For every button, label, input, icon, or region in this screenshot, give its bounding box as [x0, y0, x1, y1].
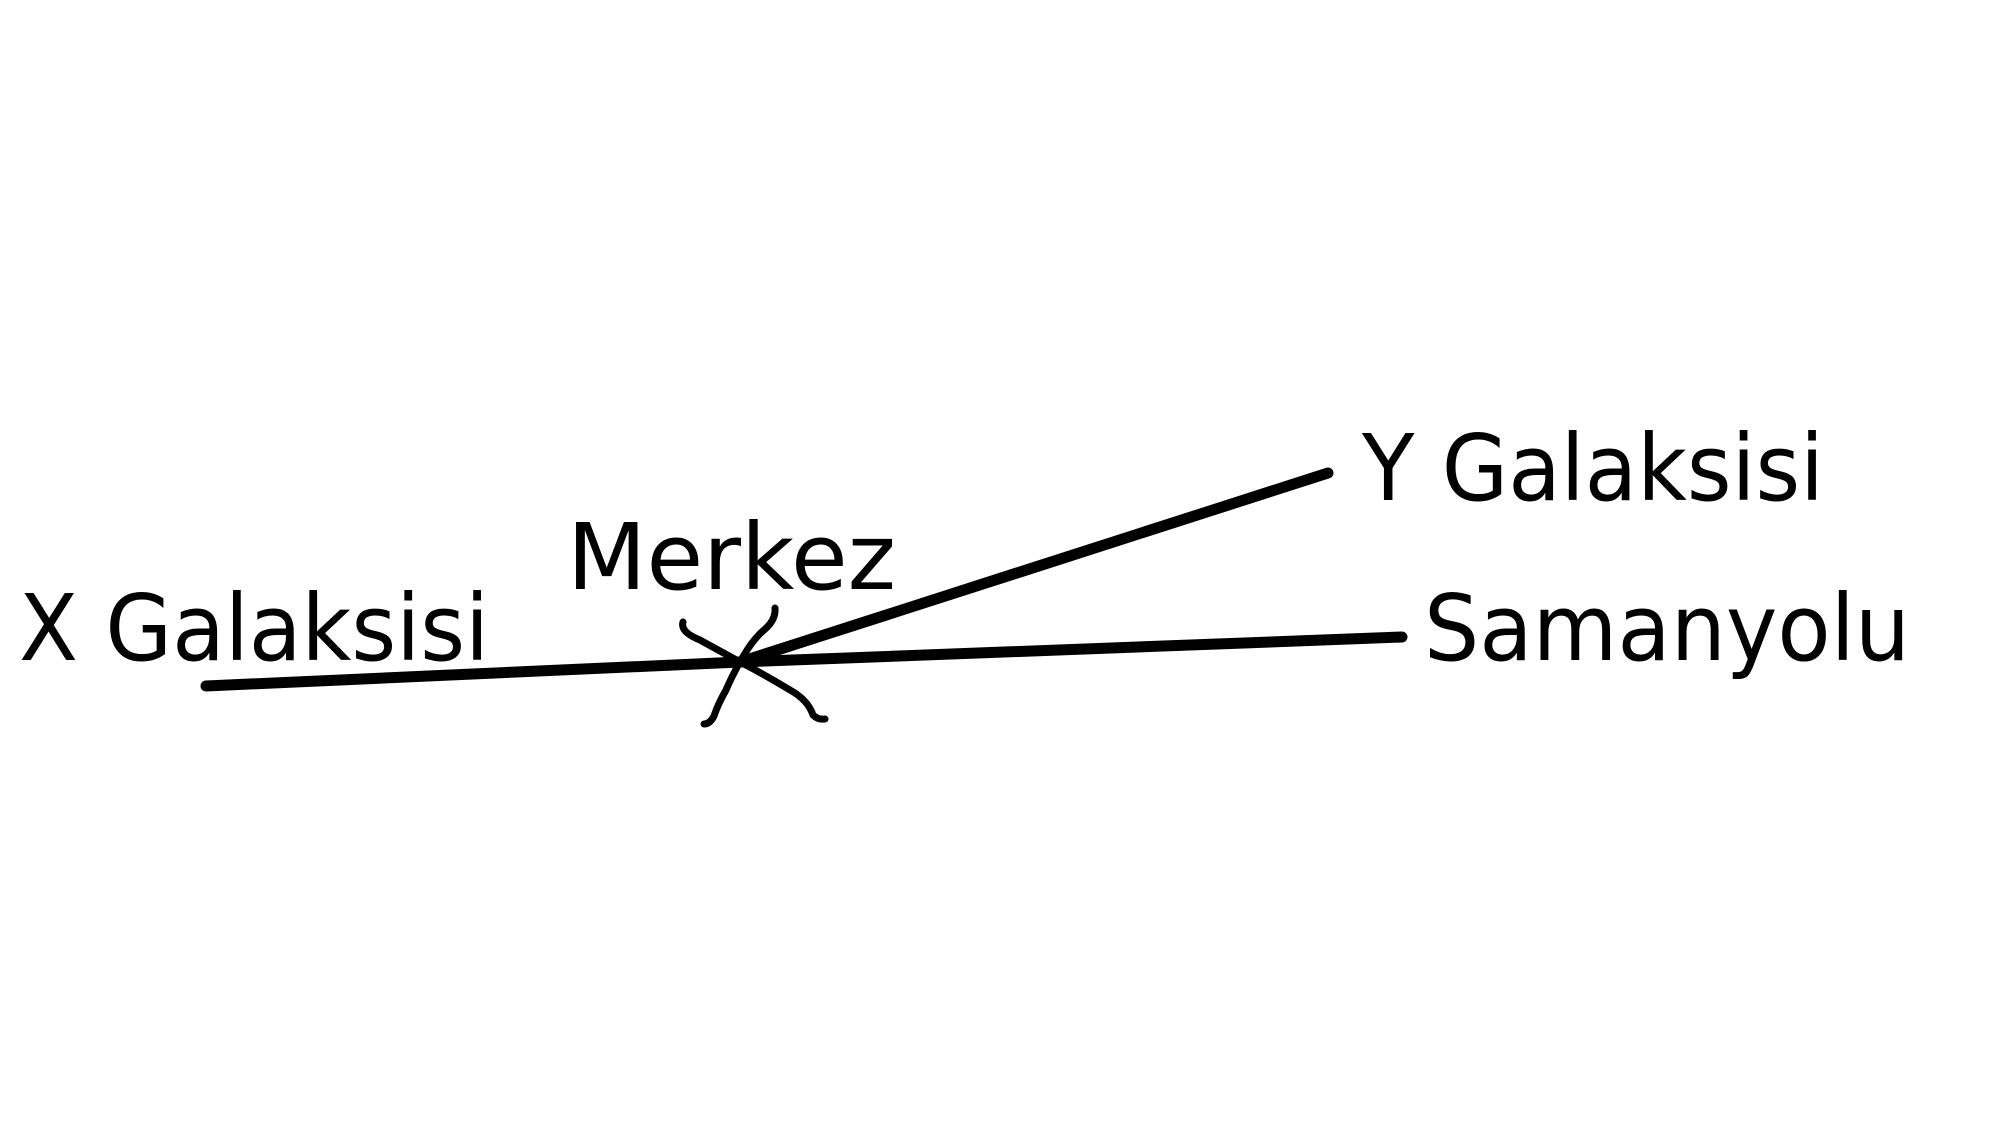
label-center: Merkez	[567, 504, 896, 611]
label-x-galaxy: X Galaksisi	[19, 575, 489, 682]
line-center-to-milky-way	[734, 631, 1408, 668]
label-y-galaxy: Y Galaksisi	[1361, 415, 1824, 522]
center-star-icon	[679, 604, 829, 728]
line-center-to-y-galaxy	[734, 467, 1334, 668]
label-milky-way: Samanyolu	[1424, 575, 1910, 682]
line-x-galaxy-to-center	[200, 656, 746, 692]
